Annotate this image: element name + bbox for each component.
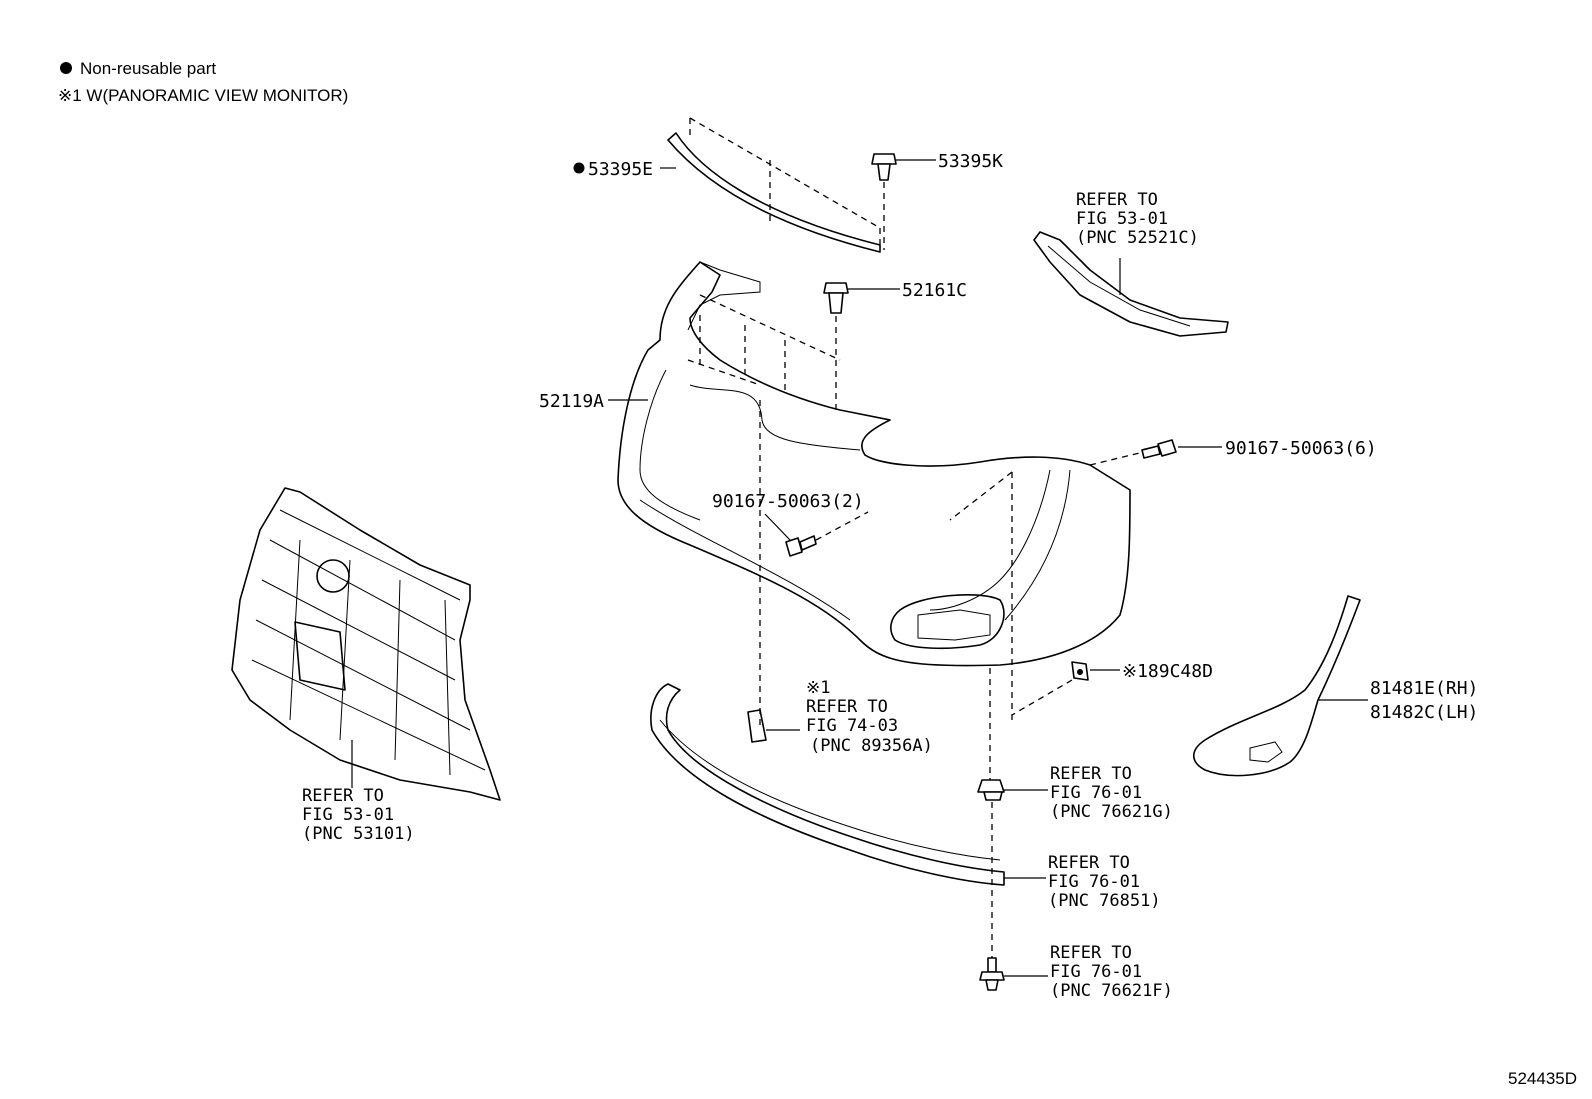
ref-89356A-line-3: FIG 74-03 xyxy=(806,716,898,736)
ref-76851-line-2: FIG 76-01 xyxy=(1048,872,1140,892)
ref-76621F-line-1: REFER TO xyxy=(1050,943,1132,963)
ref-76621G-line-3: (PNC 76621G) xyxy=(1050,802,1173,822)
ref-89356A-line-2: REFER TO xyxy=(806,697,888,717)
ref-76621G-line-2: FIG 76-01 xyxy=(1050,783,1142,803)
label-90167-50063-2: 90167-50063(2) xyxy=(712,491,864,512)
ref-53101-line-1: REFER TO xyxy=(302,786,384,806)
clip-53395K-icon xyxy=(871,153,936,250)
ref-76621F-line-3: (PNC 76621F) xyxy=(1050,981,1173,1001)
ref-52521C-line-1: REFER TO xyxy=(1076,190,1158,210)
screw-76621F-icon xyxy=(979,957,1048,991)
clip-52161C-icon xyxy=(823,282,900,410)
ref-76851-line-3: (PNC 76851) xyxy=(1048,891,1161,911)
figure-id: 524435D xyxy=(1508,1069,1577,1088)
ref-52521C-line-3: (PNC 52521C) xyxy=(1076,228,1199,248)
retainer-89C48D-icon xyxy=(1011,661,1120,716)
label-53395E: 53395E xyxy=(588,159,653,180)
label-89C48D: ※189C48D xyxy=(1122,661,1213,682)
label-81481E: 81481E(RH) xyxy=(1370,678,1478,699)
non-reusable-bullet-icon xyxy=(60,62,72,74)
reinforcement-bracket-drawing xyxy=(1033,231,1229,337)
ref-89356A-line-4: (PNC 89356A) xyxy=(810,736,933,756)
radiator-grille-drawing xyxy=(231,487,501,801)
legend-non-reusable: Non-reusable part xyxy=(80,59,216,78)
ref-76851-line-1: REFER TO xyxy=(1048,853,1130,873)
lower-spoiler-drawing xyxy=(650,683,1046,886)
nut-76621G-icon xyxy=(977,668,1048,960)
label-52161C: 52161C xyxy=(902,280,967,301)
bolt-90167-6-icon xyxy=(1141,439,1222,459)
label-52119A: 52119A xyxy=(539,391,604,412)
ref-53101-line-2: FIG 53-01 xyxy=(302,805,394,825)
label-90167-50063-6: 90167-50063(6) xyxy=(1225,438,1377,459)
legend: Non-reusable part ※1 W(PANORAMIC VIEW MO… xyxy=(58,59,348,105)
ref-76621F-line-2: FIG 76-01 xyxy=(1050,962,1142,982)
non-reusable-53395E-bullet-icon xyxy=(573,162,585,174)
fog-bezel-drawing xyxy=(1192,595,1368,777)
bolt-90167-2-icon xyxy=(764,511,869,557)
label-81482C: 81482C(LH) xyxy=(1370,702,1478,723)
ref-76621G-line-1: REFER TO xyxy=(1050,764,1132,784)
ref-53101-line-3: (PNC 53101) xyxy=(302,824,415,844)
ref-52521C-line-2: FIG 53-01 xyxy=(1076,209,1168,229)
retainer-53395E-drawing xyxy=(667,117,881,253)
label-53395K: 53395K xyxy=(938,151,1003,172)
legend-note-1: ※1 W(PANORAMIC VIEW MONITOR) xyxy=(58,86,348,105)
bumper-cover-52119A-drawing xyxy=(617,261,1161,730)
camera-cover-icon xyxy=(747,709,800,743)
ref-89356A-line-1: ※1 xyxy=(806,678,830,698)
